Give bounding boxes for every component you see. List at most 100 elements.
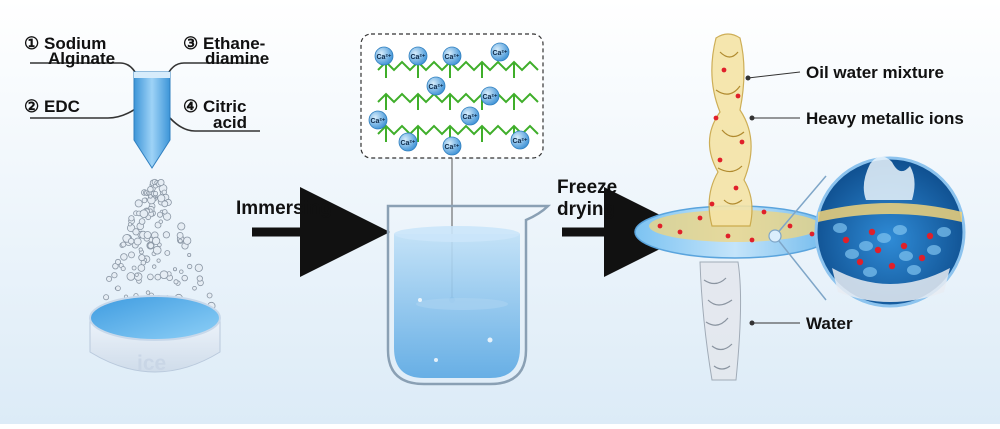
droplet xyxy=(138,254,146,262)
calcium-ion: Ca²⁺ xyxy=(442,46,462,66)
adsorbed-metal-ion xyxy=(926,232,934,240)
pore xyxy=(927,245,941,255)
adsorbed-metal-ion xyxy=(918,254,926,262)
droplet xyxy=(154,221,162,229)
droplet xyxy=(156,211,163,218)
oil-water-label: Oil water mixture xyxy=(806,63,944,82)
metal-ion-dot xyxy=(787,223,793,229)
droplet xyxy=(112,263,119,270)
calcium-ion: Ca²⁺ xyxy=(426,76,446,96)
ingredient-3-line2: diamine xyxy=(205,49,270,68)
metal-ion-dot xyxy=(809,231,815,237)
calcium-ion-label: Ca²⁺ xyxy=(463,114,478,121)
calcium-ion-label: Ca²⁺ xyxy=(493,50,508,57)
droplet xyxy=(132,228,140,236)
metal-ion-dot xyxy=(733,185,739,191)
calcium-ion-label: Ca²⁺ xyxy=(401,140,416,147)
droplet xyxy=(115,258,122,265)
droplet xyxy=(134,199,143,208)
ingredient-1: ① Sodium xyxy=(24,34,106,53)
droplet xyxy=(152,236,161,245)
droplet xyxy=(192,285,197,291)
droplet xyxy=(173,279,179,285)
beaker xyxy=(386,204,552,386)
oil-water-column xyxy=(708,33,753,227)
droplet xyxy=(157,178,165,186)
calcium-ion-label: Ca²⁺ xyxy=(513,138,528,145)
adsorbed-metal-ion xyxy=(874,246,882,254)
droplet xyxy=(103,294,110,301)
ingredient-4-number: ④ xyxy=(183,97,199,116)
metal-ion-dot xyxy=(721,67,727,73)
droplet xyxy=(148,194,153,199)
calcium-ion-label: Ca²⁺ xyxy=(429,84,444,91)
droplet xyxy=(120,266,126,272)
ingredient-4-line2: acid xyxy=(213,113,248,132)
metal-ion-dot xyxy=(697,215,703,221)
droplet xyxy=(159,270,169,280)
calcium-ion: Ca²⁺ xyxy=(510,130,530,150)
ingredient-4: ④ Citric xyxy=(183,97,246,116)
droplet xyxy=(127,237,135,245)
droplet xyxy=(177,222,186,231)
water-below-stream xyxy=(699,261,742,381)
alginate-network-inset: Ca²⁺ Ca²⁺ Ca²⁺ Ca²⁺ Ca²⁺ Ca²⁺ Ca²⁺ Ca²⁺ Ca²⁺ Ca²⁺… xyxy=(360,33,544,159)
pore xyxy=(859,241,873,251)
droplet xyxy=(172,267,177,272)
freeze-label-line2: drying xyxy=(557,199,616,220)
oil-water-leader xyxy=(747,71,801,79)
droplet xyxy=(151,264,157,269)
droplet xyxy=(154,273,162,281)
alginate-chain xyxy=(377,92,539,104)
droplet xyxy=(162,231,170,239)
droplet xyxy=(152,245,162,255)
calcium-ion: Ca²⁺ xyxy=(368,110,388,130)
metal-ion-dot xyxy=(761,209,767,215)
droplet xyxy=(145,290,151,295)
ingredient-4-line1: Citric xyxy=(202,97,247,116)
ice-dish xyxy=(89,295,221,373)
ingredient-3-number: ③ xyxy=(183,34,199,53)
droplet xyxy=(161,200,169,208)
droplet xyxy=(141,197,148,204)
pore xyxy=(937,227,951,237)
droplet xyxy=(126,272,136,281)
droplet xyxy=(196,275,203,282)
droplet xyxy=(194,263,203,272)
droplet xyxy=(157,194,166,203)
calcium-ion: Ca²⁺ xyxy=(398,132,418,152)
droplet xyxy=(181,274,188,282)
droplet xyxy=(206,292,213,299)
calcium-ion-label: Ca²⁺ xyxy=(371,118,386,125)
metal-ion-dot xyxy=(749,237,755,243)
droplet xyxy=(128,251,135,259)
calcium-ion: Ca²⁺ xyxy=(408,46,428,66)
droplet xyxy=(178,238,183,244)
droplet xyxy=(187,263,193,270)
droplet xyxy=(134,272,139,277)
zoom-bubble xyxy=(814,156,966,308)
ingredient-2-number: ② xyxy=(24,97,40,116)
droplet xyxy=(137,264,146,272)
freeze-label-line1: Freeze xyxy=(557,177,618,198)
metal-ion-dot xyxy=(735,93,741,99)
droplet xyxy=(158,219,163,224)
calcium-ion-label: Ca²⁺ xyxy=(445,144,460,151)
calcium-ion-label: Ca²⁺ xyxy=(445,54,460,61)
calcium-ion: Ca²⁺ xyxy=(442,136,462,156)
adsorbed-metal-ion xyxy=(888,262,896,270)
droplet xyxy=(138,247,143,252)
droplet xyxy=(120,241,127,248)
pore xyxy=(899,251,913,261)
ingredient-1-line2: Alginate xyxy=(48,49,116,68)
ingredient-1-line1: Sodium xyxy=(43,34,107,53)
droplet xyxy=(139,209,149,219)
droplet xyxy=(179,269,184,274)
alginate-chain xyxy=(377,60,539,72)
calcium-ion: Ca²⁺ xyxy=(460,106,480,126)
ingredient-3: ③ Ethane- xyxy=(183,34,265,53)
calcium-ion-label: Ca²⁺ xyxy=(483,94,498,101)
droplet xyxy=(162,209,168,215)
metal-ion-dot xyxy=(739,139,745,145)
